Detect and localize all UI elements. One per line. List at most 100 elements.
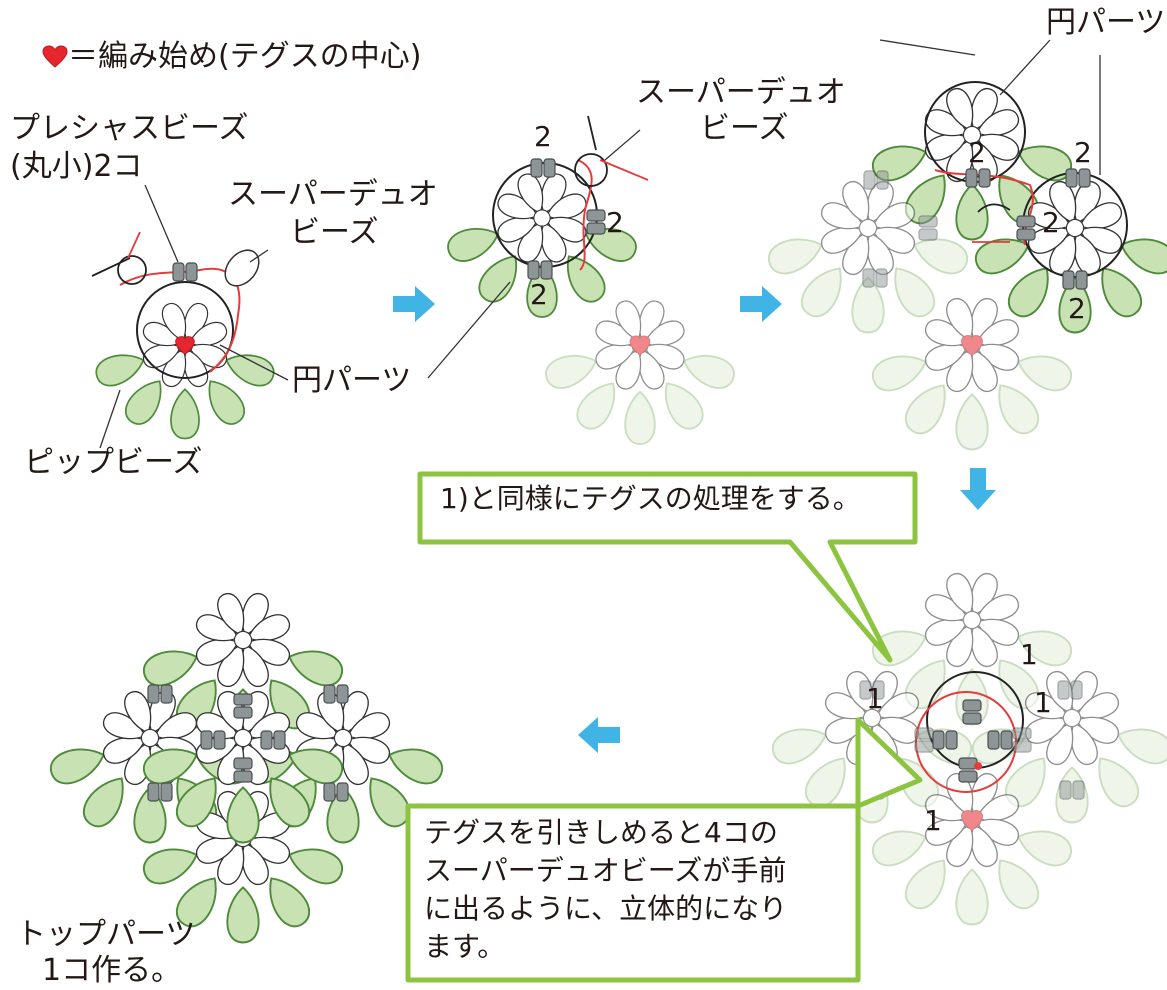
pip-bead [624,390,656,445]
precious-beads-size-label: (丸小)2コ [10,149,143,184]
pip-bead [269,877,310,928]
superduo-bead [224,249,260,287]
thread-end-arrow-icon [127,231,141,259]
count-step3-d: 2 [1068,292,1086,325]
pip-bead [1008,267,1049,318]
superduo-bead-pair [1062,270,1088,290]
pip-bead [225,354,275,387]
pip-bead [545,355,598,389]
thread-end-arrow-icon [599,159,649,181]
center-bead [1062,708,1082,728]
superduo-bead [918,215,938,228]
superduo-bead-pair [530,158,556,178]
pip-bead [478,255,518,303]
superduo-bead [233,770,253,783]
heart-icon [42,45,68,68]
superduo-bead-pair [1059,780,1085,800]
pip-bead [905,384,946,435]
pip-bead [170,388,200,440]
leader-circle-step3 [999,39,1051,96]
superduo-bead-pair [1012,727,1032,753]
leader-pip [99,389,121,449]
count-step2-bottom: 2 [530,278,548,311]
legend-text: ＝編み始め(テグスの中心) [68,39,422,74]
thread-end-arrow-icon [977,203,1011,213]
superduo-bead [1078,168,1091,188]
superduo-bead [273,730,286,750]
thread-end-arrow-icon [91,257,131,277]
superduo-bead-pair [233,693,253,719]
superduo-bead-pair [918,215,938,241]
superduo-bead [147,684,160,704]
superduo-bead-pair [987,730,1013,750]
superduo-bead-pair [1016,215,1036,241]
pip-bead [871,830,927,867]
next-step-arrow-icon [578,717,620,753]
petal-bead [124,690,152,734]
superduo-bead [527,260,540,280]
top-part-label: トップパーツ [16,917,196,952]
count-step3-a: 2 [968,136,986,169]
count-step4-right: 1 [1034,686,1052,719]
pip-bead [955,868,989,926]
petal-bead [842,180,870,224]
superduo-label-1: スーパーデュオ [228,177,438,212]
superduo-bead [914,727,934,740]
superduo-bead-pair [862,268,888,288]
pip-bead [1017,830,1073,867]
count-step2-right: 2 [606,206,624,239]
petal-bead [946,87,974,131]
pip-bead [998,384,1039,435]
superduo-bead [530,158,543,178]
superduo-bead [962,712,982,725]
petal-bead [162,302,187,342]
pip-bead [1058,276,1092,334]
circle-part [871,297,1073,451]
superduo-bead [918,228,938,241]
superduo-bead [1070,680,1083,700]
superduo-label-2: ビーズ [290,215,379,250]
leader-circle [219,344,289,381]
start-heart-icon [629,335,651,356]
arrow-shape [740,286,782,322]
pip-bead [566,255,606,303]
superduo-bead-pair [914,727,934,753]
superduo-bead-pair [932,730,958,750]
circle-part [974,180,1167,334]
superduo-bead-pair [1057,680,1083,700]
pip-bead [913,238,969,275]
superduo-bead [147,782,160,802]
superduo-bead [336,782,349,802]
center-bead [862,708,882,728]
pip-bead [288,650,344,687]
pip-bead [447,228,500,262]
pip-bead [176,777,217,828]
superduo-bead [233,693,253,706]
superduo-bead-pair [323,684,349,704]
superduo-bead-pair [172,262,198,282]
pip-bead [326,786,360,844]
petal-bead [217,592,245,636]
superduo-bead [172,262,185,282]
pip-bead [584,228,637,262]
pip-bead [388,748,444,785]
superduo-bead [978,168,991,188]
callout-tighten-line2: スーパーデュオビーズが手前 [424,854,787,887]
superduo-bead [323,782,336,802]
superduo-bead-pair [859,680,885,700]
superduo-bead [213,730,226,750]
callout-thread-process: 1)と同様にテグスの処理をする。 [440,482,861,515]
superduo-bead [336,684,349,704]
pip-bead [288,848,344,885]
superduo-bead [945,730,958,750]
superduo-bead [1016,215,1036,228]
leader-precious [144,184,179,263]
pip-bead [905,174,946,225]
pip-bead [142,848,198,885]
superduo-bead [323,684,336,704]
superduo-bead [260,730,273,750]
pip-bead [1017,630,1073,667]
superduo-bead [914,740,934,753]
superduo-bead [586,222,606,235]
superduo-bead-pair [863,170,889,190]
